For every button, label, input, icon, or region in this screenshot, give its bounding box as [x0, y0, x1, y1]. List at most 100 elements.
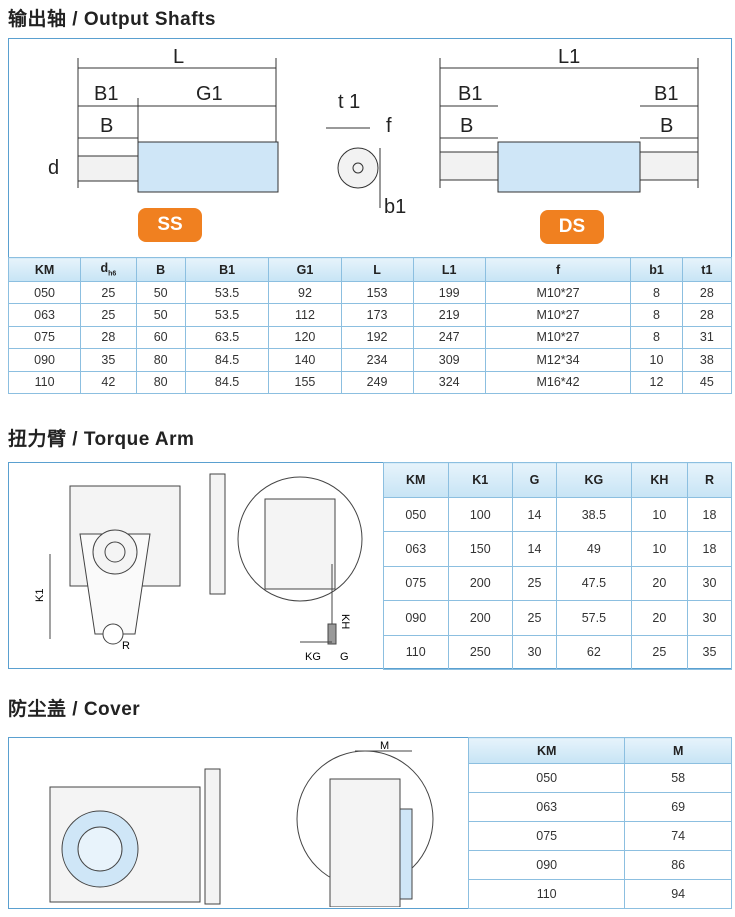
table-cell: 192 — [340, 325, 414, 350]
table-cell: 063 — [467, 792, 626, 822]
table-cell: 8 — [630, 325, 683, 350]
table-cell: 35 — [686, 634, 733, 670]
table-cell: 063 — [383, 531, 449, 567]
col-header: B — [135, 257, 186, 282]
table-cell: 80 — [135, 348, 186, 372]
label-G: G — [340, 651, 349, 663]
table-cell: 090 — [7, 348, 82, 372]
table-cell: 42 — [80, 370, 137, 394]
label-KH: KH — [339, 614, 351, 629]
table-cell: 47.5 — [555, 565, 632, 602]
table-cell: 30 — [686, 565, 733, 602]
table-cell: 075 — [467, 821, 626, 851]
table-cell: 84.5 — [184, 348, 270, 372]
table-cell: 60 — [135, 325, 186, 350]
label-t1: t 1 — [338, 91, 360, 113]
col-header: t1 — [681, 257, 733, 282]
table-cell: 53.5 — [184, 280, 270, 305]
table-cell: M10*27 — [484, 280, 632, 305]
output-shafts-title: 输出轴 / Output Shafts — [8, 9, 216, 30]
label-M: M — [380, 740, 389, 752]
table-cell: 50 — [135, 303, 186, 327]
table-cell: 173 — [340, 303, 414, 327]
col-header: KH — [630, 462, 688, 498]
table-cell: 80 — [135, 370, 186, 394]
col-header: KM — [383, 462, 449, 498]
badge-ss: SS — [138, 208, 202, 242]
table-cell: 45 — [681, 370, 733, 394]
table-cell: 20 — [630, 565, 688, 602]
label-L: L — [173, 46, 184, 68]
table-cell: 199 — [412, 280, 486, 305]
table-cell: 090 — [383, 600, 449, 636]
table-cell: 309 — [412, 348, 486, 372]
label-B: B — [100, 115, 113, 137]
table-cell: 69 — [624, 792, 732, 822]
table-cell: M10*27 — [484, 303, 632, 327]
table-cell: 10 — [630, 496, 688, 533]
col-header: M — [624, 737, 732, 764]
table-cell: 100 — [447, 496, 513, 533]
table-cell: 247 — [412, 325, 486, 350]
label-B-right: B — [660, 115, 673, 137]
col-header: b1 — [630, 257, 683, 282]
table-cell: 14 — [512, 531, 557, 567]
label-K1: K1 — [34, 589, 46, 602]
table-cell: M16*42 — [484, 370, 632, 394]
table-cell: 94 — [624, 879, 732, 909]
table-cell: 110 — [467, 879, 626, 909]
table-cell: 28 — [681, 303, 733, 327]
table-cell: 249 — [340, 370, 414, 394]
table-cell: 57.5 — [555, 600, 632, 636]
table-cell: 110 — [383, 634, 449, 670]
table-cell: 18 — [686, 531, 733, 567]
table-cell: 12 — [630, 370, 683, 394]
table-cell: 62 — [555, 634, 632, 670]
table-cell: 63.5 — [184, 325, 270, 350]
table-cell: 050 — [467, 763, 626, 793]
col-header: K1 — [447, 462, 513, 498]
cover-diagram: M — [49, 740, 434, 907]
label-B1: B1 — [94, 83, 118, 105]
table-cell: 14 — [512, 496, 557, 533]
table-cell: 10 — [630, 348, 683, 372]
table-cell: 324 — [412, 370, 486, 394]
torque-arm-diagram: K1 R KH KG G — [34, 473, 363, 663]
table-cell: 38.5 — [555, 496, 632, 533]
col-header: KM — [467, 737, 626, 764]
table-cell: 84.5 — [184, 370, 270, 394]
label-L1: L1 — [558, 46, 580, 68]
col-header: dh6 — [80, 257, 137, 282]
col-header: L — [340, 257, 414, 282]
label-f: f — [386, 115, 392, 137]
table-cell: 075 — [383, 565, 449, 602]
table-cell: 30 — [686, 600, 733, 636]
label-G1: G1 — [196, 83, 223, 105]
table-cell: 50 — [135, 280, 186, 305]
table-cell: 28 — [681, 280, 733, 305]
table-cell: 20 — [630, 600, 688, 636]
table-cell: 92 — [268, 280, 342, 305]
table-cell: 25 — [80, 280, 137, 305]
table-cell: 050 — [7, 280, 82, 305]
table-cell: 090 — [467, 850, 626, 880]
col-header: f — [484, 257, 632, 282]
table-cell: 234 — [340, 348, 414, 372]
table-cell: 150 — [447, 531, 513, 567]
table-cell: 28 — [80, 325, 137, 350]
table-cell: 25 — [630, 634, 688, 670]
table-cell: 110 — [7, 370, 82, 394]
table-cell: 38 — [681, 348, 733, 372]
table-cell: 25 — [512, 600, 557, 636]
label-R: R — [122, 640, 130, 652]
label-B-left: B — [460, 115, 473, 137]
